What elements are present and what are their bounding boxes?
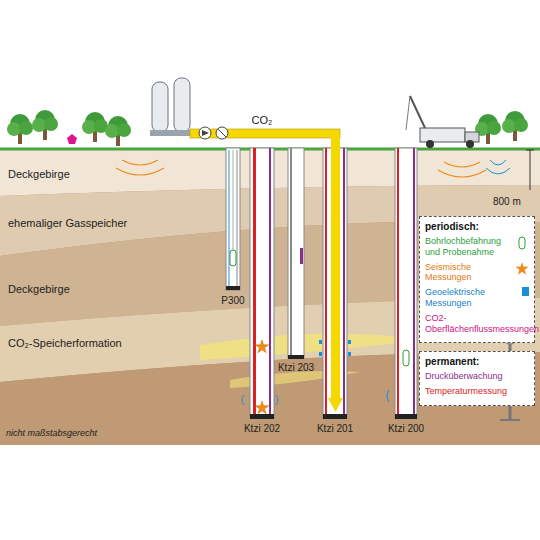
legend-item: CO2-Oberflächenflussmessungen <box>425 313 529 335</box>
legend-text: Temperaturmessung <box>425 386 529 397</box>
depth-label: 800 m <box>493 196 521 208</box>
flow-label: CO₂ <box>252 114 273 127</box>
note-label: nicht maßstabsgerecht <box>6 428 97 438</box>
layer-label: CO₂-Speicherformation <box>8 337 122 350</box>
well-label: Ktzi 202 <box>244 423 280 435</box>
legend-heading: periodisch: <box>425 221 529 233</box>
legend-text: Seismische Messungen <box>425 262 512 284</box>
well-label: Ktzi 200 <box>388 423 424 435</box>
legend-item: Geoelektrische Messungen <box>425 287 529 309</box>
well-label: Ktzi 201 <box>317 423 353 435</box>
well-label: P300 <box>221 295 244 307</box>
legend-item: Bohrlochbefahrung und Probenahme <box>425 236 529 258</box>
legend-swatch <box>522 287 529 296</box>
layer-label: Deckgebirge <box>8 283 70 296</box>
legend-box: permanent: DrucküberwachungTemperaturmess… <box>419 351 535 406</box>
legend-box: periodisch: Bohrlochbefahrung und Probena… <box>419 216 535 343</box>
well-label: Ktzi 203 <box>278 362 314 374</box>
legend-text: Bohrlochbefahrung und Probenahme <box>425 236 512 258</box>
legend-item: Seismische Messungen <box>425 262 529 284</box>
legend-text: Drucküberwachung <box>425 371 529 382</box>
layer-label: Deckgebirge <box>8 168 70 181</box>
legend-symbol <box>515 262 529 276</box>
layer-label: ehemaliger Gasspeicher <box>8 217 127 230</box>
legend-text: Geoelektrische Messungen <box>425 287 519 309</box>
legend-item: Temperaturmessung <box>425 386 529 397</box>
legend-item: Drucküberwachung <box>425 371 529 382</box>
legend-symbol <box>515 236 529 250</box>
legend-heading: permanent: <box>425 356 529 368</box>
legend-text: CO2-Oberflächenflussmessungen <box>425 313 539 335</box>
